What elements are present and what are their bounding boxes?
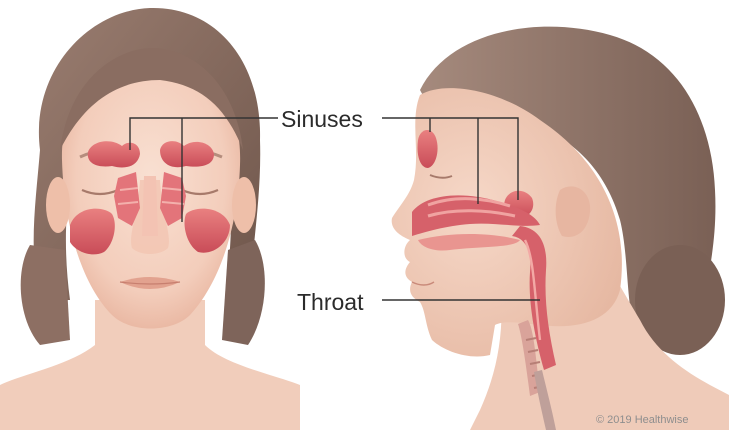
throat-label: Throat [297, 291, 363, 314]
front-hair-lower-right [222, 240, 265, 345]
maxillary-sinus-left [70, 209, 115, 255]
front-face-illustration [0, 8, 300, 430]
side-profile-illustration [392, 27, 729, 430]
frontal-sinus-right [160, 141, 214, 167]
front-hair-lower-left [21, 245, 70, 345]
sinuses-label: Sinuses [281, 108, 363, 131]
copyright-credit: © 2019 Healthwise [596, 415, 689, 426]
front-ear-left [46, 177, 70, 233]
frontal-sinus-left [88, 141, 140, 167]
front-ear-right [232, 177, 256, 233]
